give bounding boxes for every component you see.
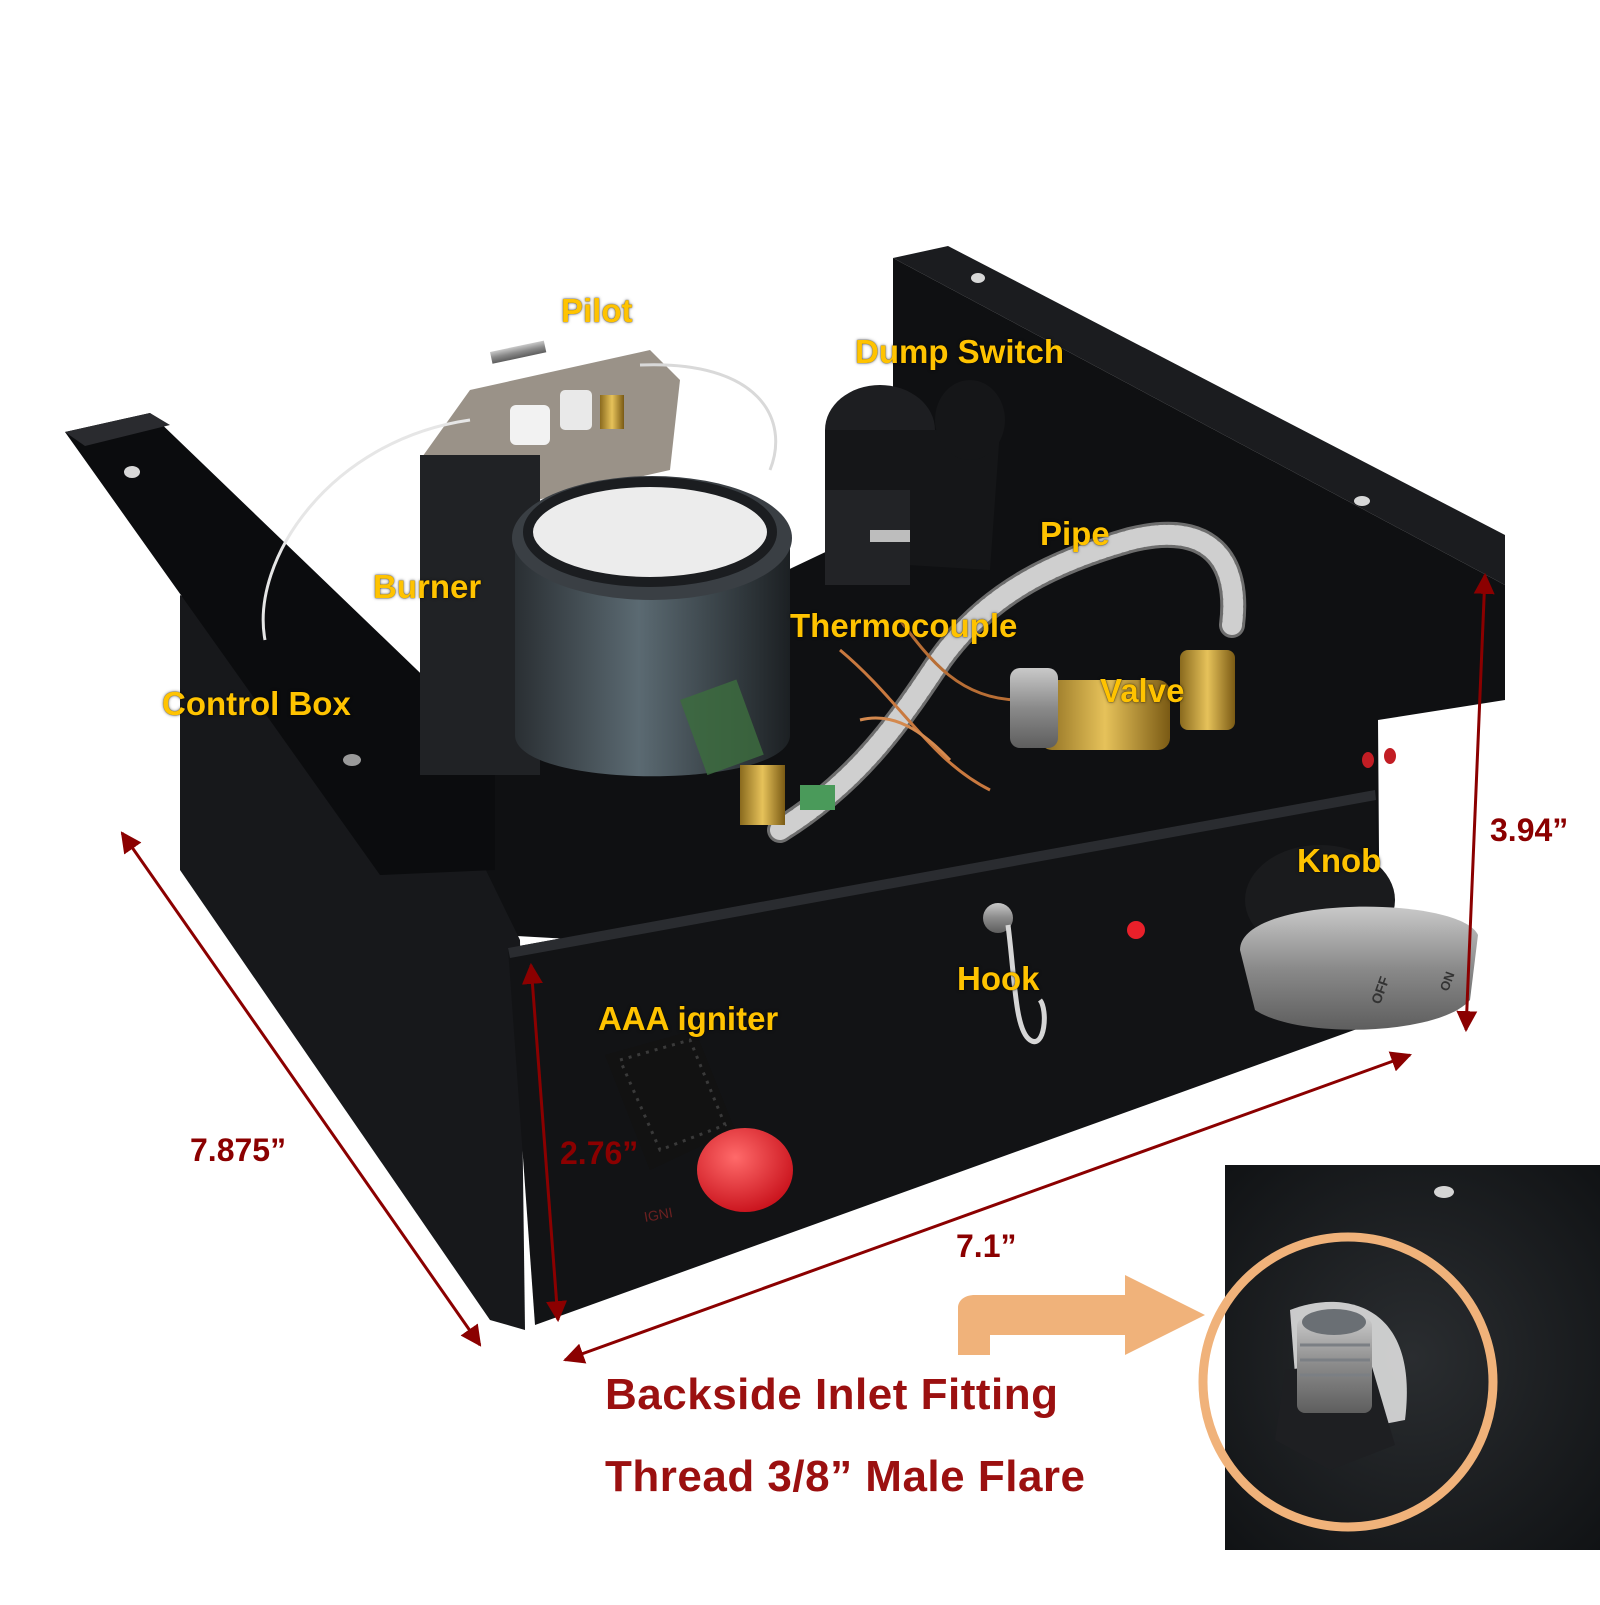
label-burner: Burner [373, 568, 482, 605]
dimension-depth: 7.875” [190, 1132, 287, 1168]
label-dump-switch: Dump Switch [855, 333, 1065, 370]
label-knob: Knob [1297, 842, 1382, 879]
flex-pipe [767, 521, 1247, 843]
dimension-height: 3.94” [1490, 812, 1569, 848]
burner [420, 455, 792, 777]
dimension-front-height: 2.76” [560, 1135, 639, 1171]
flame-mark-2 [1384, 748, 1396, 764]
valve [1010, 650, 1235, 750]
knob-on-marking: ON [1437, 970, 1458, 993]
callout-arrow [958, 1275, 1205, 1355]
label-aaa-igniter: AAA igniter [598, 1000, 779, 1037]
label-pipe: Pipe [1040, 515, 1110, 552]
label-valve: Valve [1100, 672, 1185, 709]
dimension-arrows [120, 572, 1495, 1364]
inlet-note-line1: Backside Inlet Fitting [605, 1370, 1059, 1419]
dimension-width: 7.1” [956, 1228, 1017, 1264]
flame-mark-1 [1362, 752, 1374, 768]
label-thermocouple: Thermocouple [790, 607, 1018, 644]
width-arrow [563, 1051, 1412, 1364]
dump-switch [825, 380, 1005, 585]
left-flange [65, 413, 495, 875]
indicator-dot-red [1127, 921, 1145, 939]
label-pilot: Pilot [561, 292, 633, 329]
depth-arrow [120, 831, 482, 1347]
label-hook: Hook [957, 960, 1040, 997]
inlet-fitting-inset [1198, 1165, 1600, 1550]
control-knob: OFF ON [1240, 845, 1478, 1030]
label-control-box: Control Box [162, 685, 351, 722]
inlet-note-line2: Thread 3/8” Male Flare [605, 1452, 1086, 1501]
height-arrow [1456, 572, 1495, 1033]
right-flange [893, 246, 1505, 585]
thermocouple-wires [839, 619, 1021, 792]
front-height-arrow [521, 962, 568, 1323]
hook [983, 903, 1047, 1045]
igniter-connection [680, 679, 835, 825]
